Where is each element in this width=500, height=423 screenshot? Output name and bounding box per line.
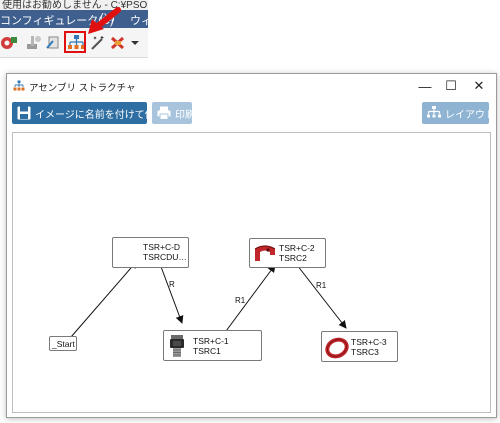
main-toolbar — [0, 28, 148, 58]
assembly-structure-icon[interactable] — [66, 33, 86, 53]
edge-label-r1-a: R1 — [235, 296, 246, 305]
assembly-structure-icon — [13, 80, 25, 91]
toolbar-highlight-box — [64, 31, 86, 53]
close-icon: ✕ — [473, 78, 485, 93]
minimize-icon: — — [418, 78, 432, 94]
floppy-disk-icon — [17, 106, 31, 120]
structure-diagram-canvas[interactable]: R R1 R1 _Start TSR+C-D TSRCDU… TSR+C-1 T… — [12, 132, 491, 413]
diagram-edges-layer — [70, 260, 347, 355]
connector-part-icon — [170, 335, 184, 357]
edge-label-r: R — [169, 280, 175, 289]
menu-window[interactable]: ウィ — [130, 15, 148, 27]
node-tsr-c-d-line1: TSR+C-D — [143, 242, 181, 252]
diagram-node-start[interactable]: _Start — [49, 336, 77, 351]
minimize-button[interactable]: — — [413, 76, 437, 96]
layout-label: レイアウト — [445, 109, 495, 121]
window-titlebar[interactable]: アセンブリ ストラクチャ — ☐ ✕ — [7, 74, 496, 98]
print-label: 印刷 — [175, 109, 195, 121]
node-tsr-c-3-line2: TSRC3 — [351, 347, 379, 357]
copy-icon[interactable] — [44, 33, 64, 53]
node-tsr-c-3-line1: TSR+C-3 — [351, 337, 387, 347]
node-start-label: _Start — [52, 339, 75, 349]
dropdown-icon[interactable] — [126, 33, 146, 53]
magic-wand-icon[interactable] — [88, 33, 108, 53]
diagram-node-tsr-c-3[interactable]: TSR+C-3 TSRC3 — [321, 331, 398, 362]
layout-tree-icon — [427, 106, 441, 118]
save-image-label: イメージに名前を付けて保存... — [35, 109, 174, 121]
red-ring-part-icon — [325, 337, 349, 359]
tool-icon[interactable] — [24, 33, 44, 53]
diagram-node-tsr-c-d[interactable]: TSR+C-D TSRCDU… — [112, 237, 189, 268]
print-button[interactable]: 印刷 — [152, 102, 195, 124]
maximize-icon: ☐ — [445, 78, 457, 93]
app-title: 使用はお勧めしません - C:¥PSOL_ROOT — [2, 0, 148, 11]
maximize-button[interactable]: ☐ — [439, 76, 463, 96]
diagram-node-tsr-c-1[interactable]: TSR+C-1 TSRC1 — [163, 330, 262, 361]
node-tsr-c-1-line1: TSR+C-1 — [193, 336, 229, 346]
layout-button[interactable]: レイアウト — [422, 102, 495, 124]
node-tsr-c-1-line2: TSRC1 — [193, 346, 221, 356]
edge-label-r1-b: R1 — [316, 281, 327, 290]
save-image-as-button[interactable]: イメージに名前を付けて保存... — [12, 102, 173, 124]
assembly-structure-window: アセンブリ ストラクチャ — ☐ ✕ イメージに名前を付けて保存... — [6, 73, 497, 418]
dialog-toolbar: イメージに名前を付けて保存... 印刷 レイアウト — [7, 98, 496, 132]
red-clamp-part-icon — [254, 245, 276, 261]
close-button[interactable]: ✕ — [467, 76, 491, 96]
menu-bar: コンフィギュレータ(C) (X) ウィ — [0, 10, 148, 28]
window-title: アセンブリ ストラクチャ — [29, 83, 136, 94]
edge-tsr-c-d-to-tsr-c-1 — [159, 263, 184, 324]
node-tsr-c-2-line2: TSRC2 — [279, 253, 307, 263]
configure-icon[interactable] — [0, 33, 20, 53]
delete-icon[interactable] — [108, 33, 128, 53]
diagram-node-tsr-c-2[interactable]: TSR+C-2 TSRC2 — [249, 238, 326, 268]
node-tsr-c-2-line1: TSR+C-2 — [279, 243, 315, 253]
app-window-fragment: 使用はお勧めしません - C:¥PSOL_ROOT コンフィギュレータ(C) (… — [0, 0, 148, 58]
menu-configurator[interactable]: コンフィギュレータ(C) — [0, 15, 114, 27]
edge-tsr-c-2-to-tsr-c-3 — [296, 264, 347, 329]
node-tsr-c-d-line2: TSRCDU… — [143, 252, 187, 262]
printer-icon — [157, 106, 171, 120]
edge-start-to-tsr-c-d — [70, 260, 138, 338]
red-arrow-annotation — [88, 7, 121, 34]
